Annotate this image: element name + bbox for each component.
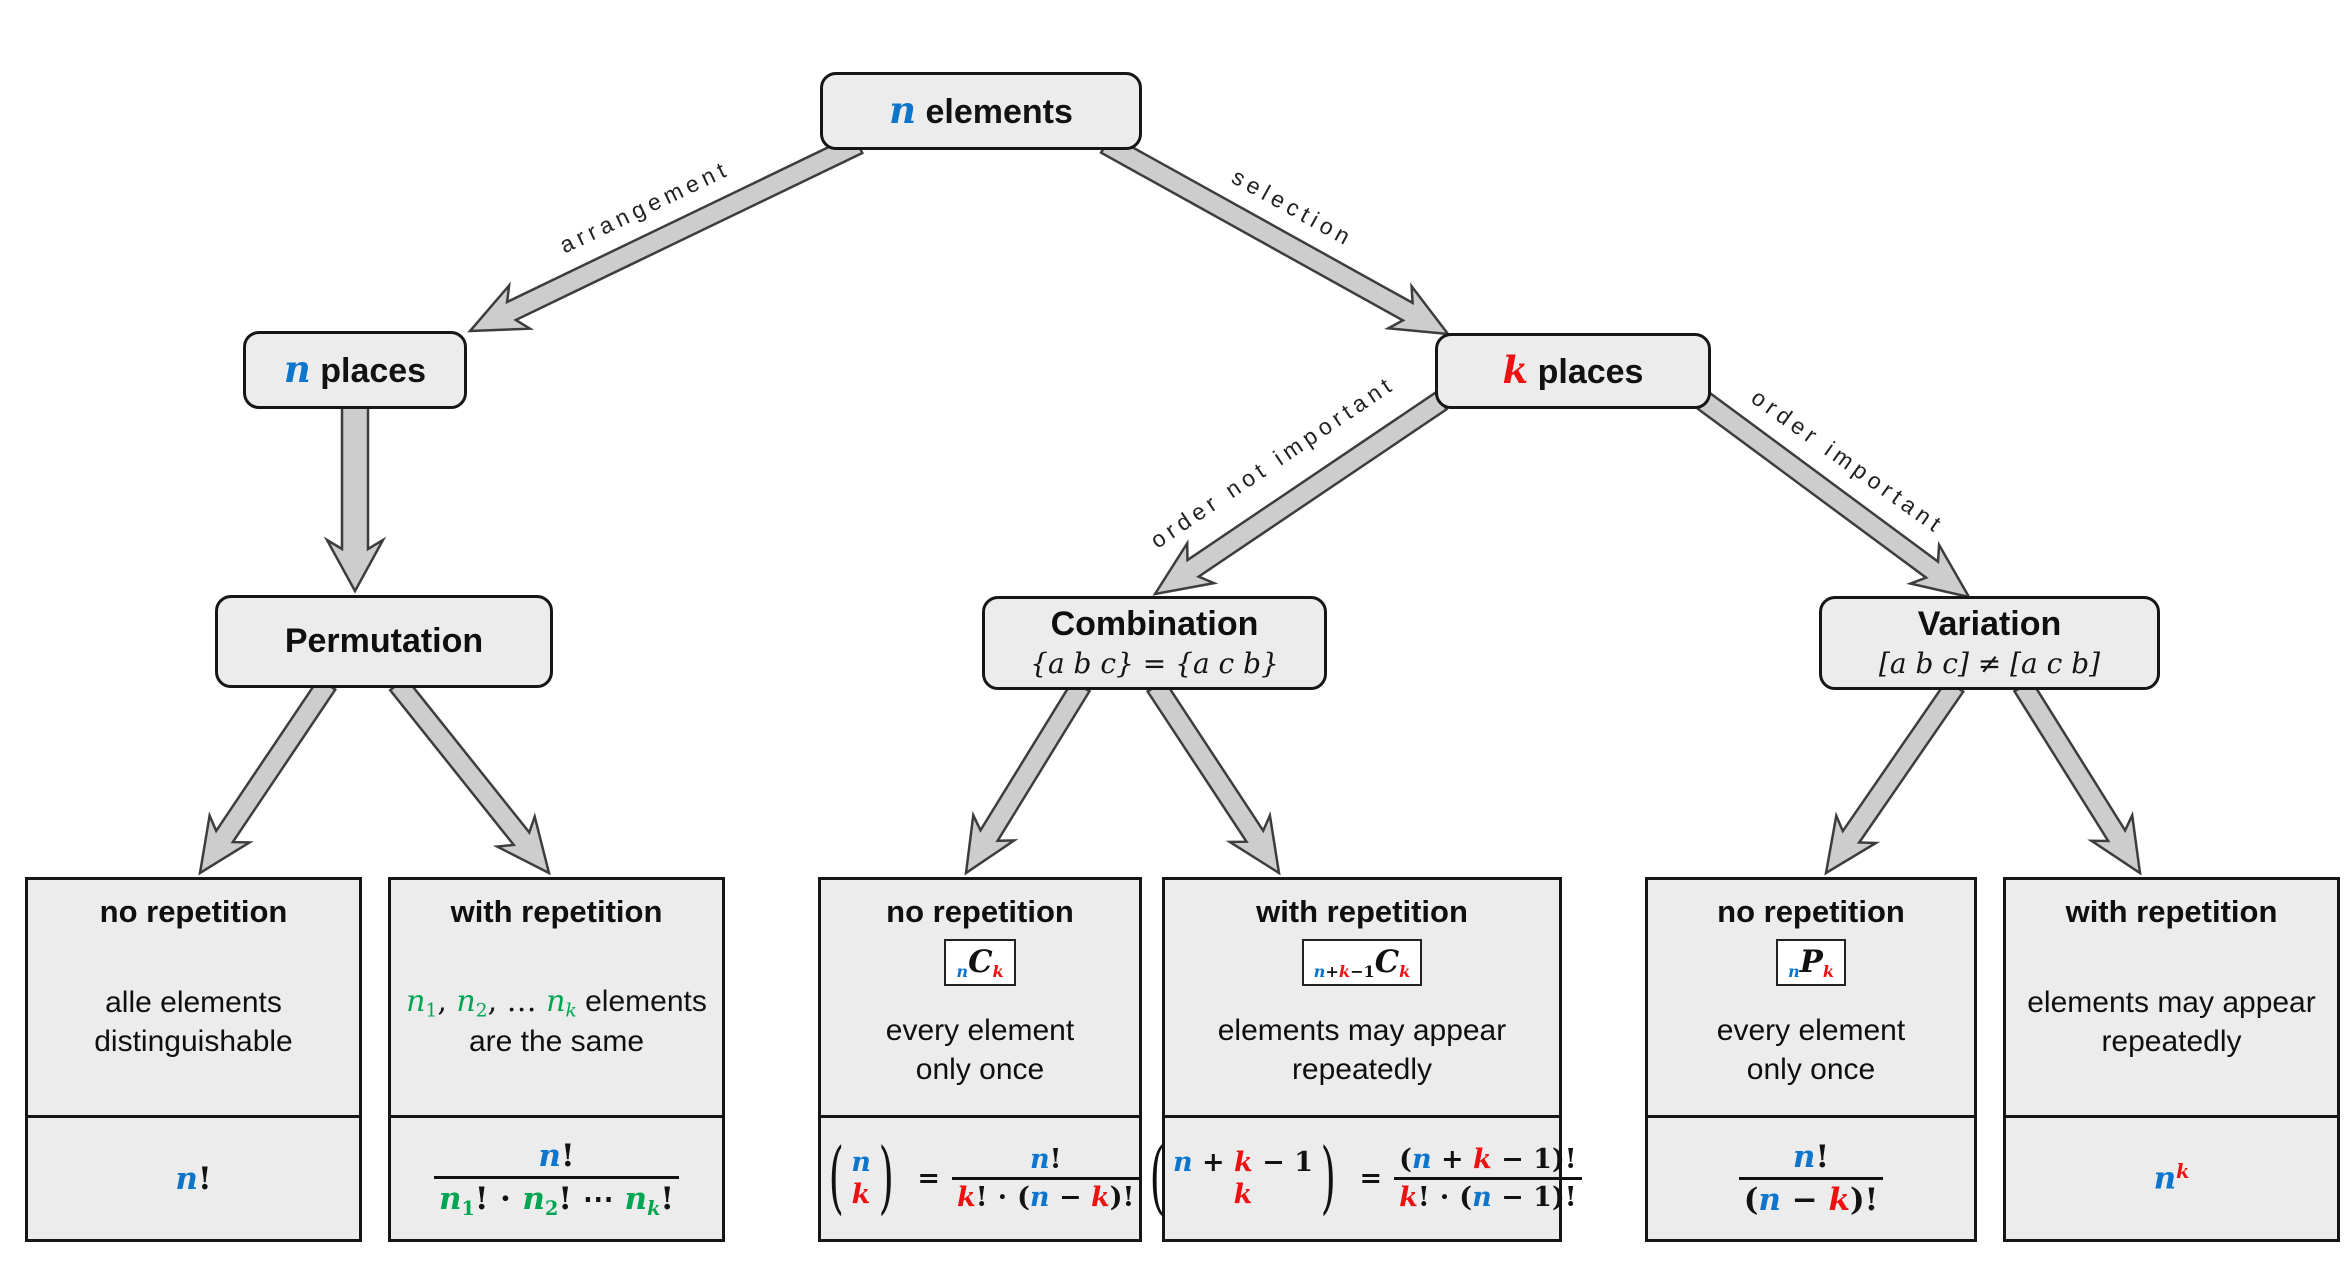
left-paren: ( (828, 1132, 844, 1224)
fraction-numerator: n! (538, 1137, 575, 1174)
formula-tokens: n! (175, 1160, 212, 1197)
formula-k-permutation: n! (n − k)! (1648, 1115, 1974, 1239)
node-n-elements-title: n elements (889, 88, 1073, 133)
fraction-denominator: n1! ⋅ n2! ⋯ nk! (433, 1175, 680, 1219)
equals-sign: = (1359, 1163, 1383, 1194)
leaf-title: no repetition (886, 894, 1074, 929)
flow-arrow (1099, 133, 1451, 336)
description-line: are the same (468, 1025, 645, 1059)
node-combination-subtitle: {a b c} = {a c b} (1030, 646, 1279, 680)
formula-binomial-coefficient: ( n k ) = n! k! ⋅ (n − k)! (821, 1115, 1140, 1239)
leaf-combination-no-repetition: no repetition nCk every element only onc… (818, 877, 1142, 1242)
flow-arrow (1696, 391, 1972, 599)
fraction-denominator: k! ⋅ (n − k)! (952, 1177, 1140, 1213)
leaf-description: elements may appear repeatedly (1218, 1012, 1507, 1089)
node-n-places-title: n places (283, 347, 427, 392)
flow-arrow (1152, 390, 1449, 596)
formula-tokens: nk (2153, 1160, 2190, 1197)
description-line: every element (1716, 1014, 1906, 1048)
right-paren: ) (1320, 1132, 1336, 1224)
node-variation-subtitle: [a b c] ≠ [a c b] (1878, 646, 2101, 680)
leaf-variation-with-repetition: with repetition elements may appear repe… (2003, 877, 2340, 1242)
leaf-permutation-with-repetition: with repetition n1, n2, … nk elements ar… (388, 877, 725, 1242)
description-line: elements may appear (2027, 986, 2316, 1020)
node-k-places-title: k places (1502, 348, 1644, 393)
description-line: only once (915, 1052, 1045, 1086)
flow-arrow (964, 679, 1092, 876)
flow-arrow (1145, 678, 1281, 876)
description-line: n1, n2, … nk elements (406, 984, 707, 1022)
node-variation-title: Variation (1917, 605, 2062, 644)
node-permutation: Permutation (215, 595, 553, 688)
node-combination: Combination {a b c} = {a c b} (982, 596, 1327, 690)
formula-badge-n+k-1Ck: n+k−1Ck (1301, 939, 1423, 987)
node-permutation-title: Permutation (284, 621, 484, 660)
fraction: n! n1! ⋅ n2! ⋯ nk! (433, 1137, 680, 1219)
binomial: ( n + k − 1 k ) (1142, 1132, 1343, 1224)
leaf-title: with repetition (2065, 894, 2278, 929)
left-paren: ( (1150, 1132, 1166, 1224)
description-line: repeatedly (1291, 1052, 1433, 1086)
fraction-numerator: (n + k − 1)! (1399, 1144, 1577, 1175)
flow-arrow (2012, 678, 2142, 876)
binomial-bottom: k (851, 1178, 871, 1210)
binomial: ( n k ) (821, 1132, 902, 1224)
leaf-description: alle elements distinguishable (94, 984, 292, 1061)
fraction-denominator: k! ⋅ (n − 1)! (1394, 1177, 1582, 1213)
flow-arrow (1824, 678, 1965, 876)
leaf-variation-no-repetition: no repetition nPk every element only onc… (1645, 877, 1977, 1242)
description-line: distinguishable (94, 1024, 293, 1058)
flow-arrow (198, 676, 338, 876)
leaf-combination-with-repetition: with repetition n+k−1Ck elements may app… (1150, 877, 1582, 1242)
leaf-description: every element only once (1717, 1012, 1905, 1089)
binomial-top: n + k − 1 (1172, 1147, 1313, 1179)
node-variation: Variation [a b c] ≠ [a c b] (1819, 596, 2160, 690)
description-line: only once (1746, 1052, 1876, 1086)
equals-sign: = (917, 1163, 941, 1194)
formula-multiset-coefficient: ( n + k − 1 k ) = (n + k − 1)! k! ⋅ (n −… (1150, 1115, 1582, 1239)
leaf-description: every element only once (886, 1012, 1074, 1089)
formula-n-power-k: nk (2006, 1115, 2337, 1239)
description-line: alle elements (105, 986, 282, 1020)
right-paren: ) (878, 1132, 894, 1224)
flow-arrow (323, 401, 387, 594)
formula-n-factorial: n! (28, 1115, 359, 1239)
fraction: (n + k − 1)! k! ⋅ (n − 1)! (1394, 1144, 1582, 1213)
description-line: elements may appear (1217, 1014, 1507, 1048)
formula-badge-nPk: nPk (1776, 939, 1846, 987)
binomial-bottom: k (1233, 1178, 1253, 1210)
leaf-title: no repetition (1717, 894, 1905, 929)
leaf-description: elements may appear repeatedly (2027, 984, 2316, 1061)
leaf-permutation-no-repetition: no repetition alle elements distinguisha… (25, 877, 362, 1242)
leaf-description: n1, n2, … nk elements are the same (406, 983, 707, 1062)
node-k-places: k places (1435, 333, 1711, 409)
leaf-title: with repetition (1256, 894, 1468, 929)
flow-arrow (467, 133, 864, 333)
fraction-numerator: n! (1792, 1139, 1830, 1175)
fraction: n! k! ⋅ (n − k)! (952, 1144, 1140, 1213)
formula-badge-nCk: nCk (944, 939, 1016, 987)
node-combination-title: Combination (1050, 605, 1259, 644)
node-n-elements: n elements (820, 72, 1142, 150)
description-line: every element (885, 1014, 1075, 1048)
binomial-top: n (851, 1147, 871, 1179)
description-line: repeatedly (2101, 1024, 2242, 1058)
leaf-title: no repetition (99, 894, 288, 929)
fraction-denominator: (n − k)! (1738, 1177, 1884, 1218)
leaf-title: with repetition (450, 894, 663, 929)
fraction: n! (n − k)! (1738, 1139, 1884, 1218)
formula-multiset-permutation: n! n1! ⋅ n2! ⋯ nk! (391, 1115, 722, 1239)
node-n-places: n places (243, 331, 467, 409)
flow-arrow (388, 676, 551, 876)
fraction-numerator: n! (1029, 1144, 1062, 1175)
